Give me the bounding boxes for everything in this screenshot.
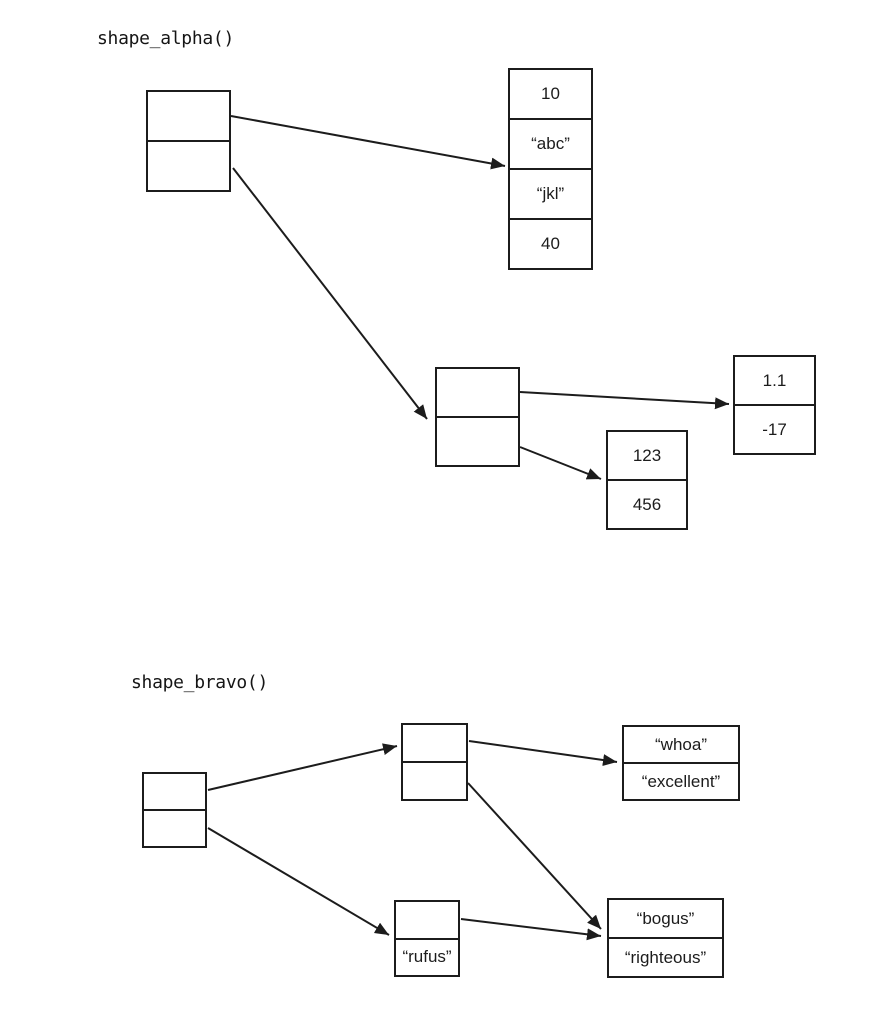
alpha-middle-pair-box-cell-1	[437, 416, 518, 465]
alpha-pair-1-1-minus17-box: 1.1 -17	[733, 355, 816, 455]
alpha-list-box-cell-2: “jkl”	[510, 168, 591, 218]
alpha-pair-1-1-minus17-box-cell-1: -17	[735, 404, 814, 453]
bravo-pair-bogus-righteous-box-cell-1: “righteous”	[609, 937, 722, 976]
alpha-middle-pair-box-cell-0	[437, 369, 518, 416]
shape-bravo-pointer-arrow-0	[207, 743, 398, 791]
shape-bravo-pointer-arrow-1	[207, 827, 390, 936]
shape-bravo-function-label: shape_bravo()	[131, 672, 268, 693]
shape-alpha-pointer-arrow-2	[519, 391, 730, 410]
bravo-pair-whoa-excellent-box: “whoa” “excellent”	[622, 725, 740, 801]
bravo-root-pair-box	[142, 772, 207, 848]
shape-bravo-pointer-arrow-3	[467, 782, 602, 930]
bravo-middle-pair-box	[401, 723, 468, 801]
bravo-pair-bogus-righteous-box: “bogus” “righteous”	[607, 898, 724, 978]
shape-bravo-pointer-arrow-4	[460, 918, 602, 941]
alpha-root-pair-box	[146, 90, 231, 192]
alpha-pair-123-456-box: 123 456	[606, 430, 688, 530]
alpha-list-box: 10 “abc”“jkl”40	[508, 68, 593, 270]
bravo-pair-rufus-box: “rufus”	[394, 900, 460, 977]
alpha-middle-pair-box	[435, 367, 520, 467]
bravo-pair-whoa-excellent-box-cell-1: “excellent”	[624, 762, 738, 799]
alpha-list-box-cell-1: “abc”	[510, 118, 591, 168]
bravo-middle-pair-box-cell-1	[403, 761, 466, 799]
bravo-root-pair-box-cell-1	[144, 809, 205, 846]
shape-alpha-pointer-arrow-0	[230, 115, 506, 170]
alpha-pair-1-1-minus17-box-cell-0: 1.1	[762, 370, 787, 390]
bravo-pair-bogus-righteous-box-cell-0: “bogus”	[636, 908, 695, 928]
bravo-pair-whoa-excellent-box-cell-0: “whoa”	[655, 734, 707, 754]
shape-bravo-pointer-arrow-2	[468, 740, 618, 766]
shape-alpha-function-label: shape_alpha()	[97, 28, 234, 49]
bravo-pair-rufus-box-cell-0	[396, 902, 458, 938]
bravo-pair-rufus-box-cell-1: “rufus”	[396, 937, 458, 976]
alpha-pair-123-456-box-cell-1: 456	[608, 479, 686, 528]
alpha-pair-123-456-box-cell-0: 123	[632, 445, 662, 465]
shape-alpha-pointer-arrow-3	[519, 446, 602, 480]
alpha-root-pair-box-cell-1	[148, 140, 229, 190]
bravo-root-pair-box-cell-0	[144, 774, 205, 809]
shape-alpha-pointer-arrow-1	[232, 167, 428, 420]
bravo-middle-pair-box-cell-0	[403, 725, 466, 761]
alpha-root-pair-box-cell-0	[148, 92, 229, 140]
alpha-list-box-cell-3: 40	[510, 218, 591, 268]
alpha-list-box-cell-0: 10	[541, 84, 560, 103]
